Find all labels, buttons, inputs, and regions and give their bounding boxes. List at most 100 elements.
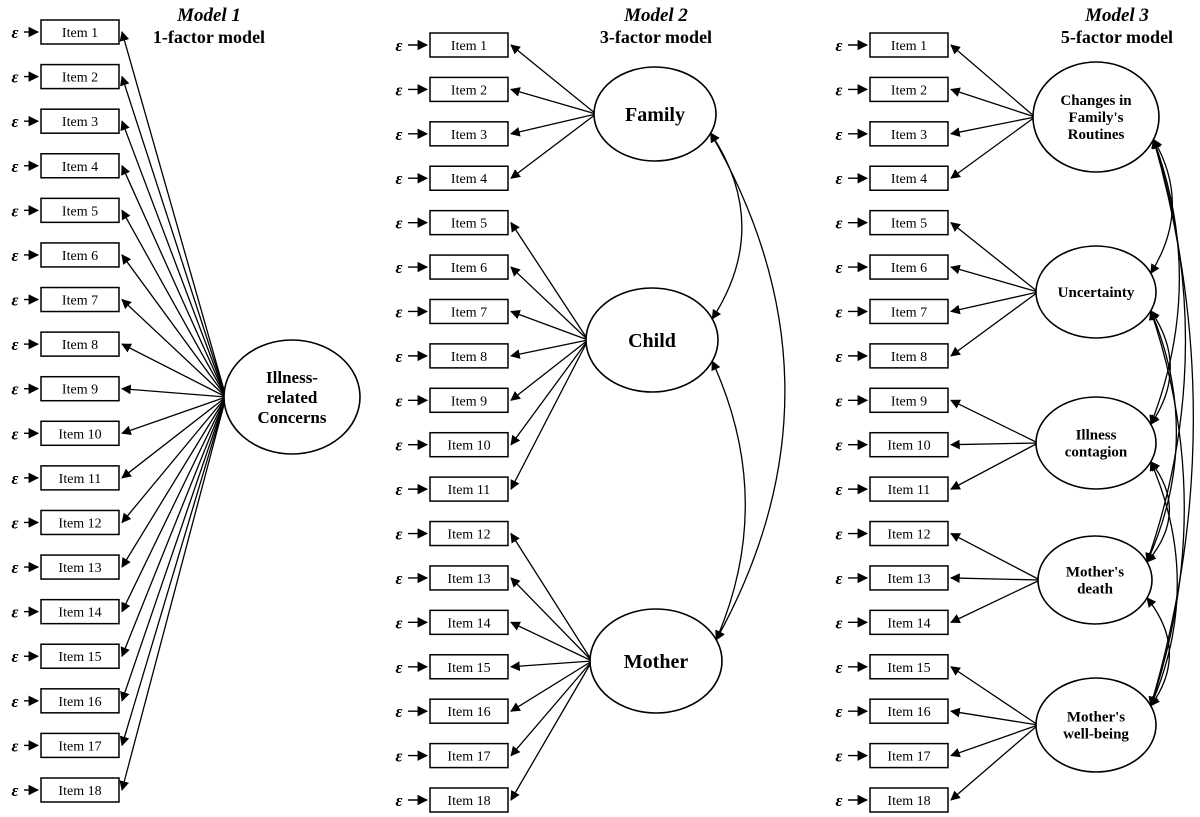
correlation-arrow (1145, 138, 1187, 563)
epsilon-label: ε (836, 347, 843, 366)
item-box (429, 32, 509, 58)
epsilon-label: ε (396, 169, 403, 188)
epsilon-label: ε (836, 525, 843, 544)
epsilon-label: ε (836, 658, 843, 677)
item-box (429, 698, 509, 724)
item-label: Item 14 (58, 606, 101, 621)
item-box (429, 742, 509, 769)
epsilon-label: ε (836, 702, 843, 721)
loading-arrow (510, 339, 589, 490)
correlation-arrow (1149, 138, 1180, 426)
epsilon-label: ε (396, 747, 403, 766)
correlation-arrow (1149, 460, 1178, 707)
item-box (869, 165, 949, 191)
loading-arrow (121, 254, 227, 398)
correlation-arrow (1150, 138, 1173, 275)
epsilon-label: ε (836, 80, 843, 99)
epsilon-label: ε (836, 302, 843, 321)
loading-arrow (510, 221, 589, 341)
loading-arrow (950, 573, 1041, 584)
item-label: Item 4 (62, 160, 98, 175)
loading-arrow (950, 291, 1039, 315)
item-box (869, 32, 949, 58)
item-box (429, 387, 509, 414)
item-label: Item 18 (447, 794, 490, 809)
item-box (40, 509, 120, 536)
correlation-arrow (711, 360, 746, 641)
item-box (869, 209, 949, 236)
epsilon-label: ε (12, 736, 19, 755)
epsilon-label: ε (12, 335, 19, 354)
item-label: Item 9 (891, 394, 927, 409)
item-label: Item 10 (447, 439, 490, 454)
model-subtitle: 1-factor model (153, 27, 265, 47)
factor-label: Family (625, 104, 685, 126)
correlation-arrow (710, 132, 786, 641)
item-box (40, 63, 120, 90)
loading-arrow (510, 621, 593, 662)
loading-arrow (950, 666, 1039, 726)
loading-arrow (121, 164, 227, 398)
item-label: Item 7 (62, 294, 98, 309)
item-label: Item 12 (58, 516, 101, 531)
loading-arrow (120, 396, 227, 702)
loading-arrow (950, 707, 1039, 726)
epsilon-label: ε (396, 302, 403, 321)
loading-arrow (119, 396, 227, 747)
epsilon-label: ε (396, 480, 403, 499)
epsilon-label: ε (836, 436, 843, 455)
model-subtitle: 3-factor model (600, 27, 712, 47)
item-label: Item 15 (447, 661, 490, 676)
epsilon-label: ε (396, 36, 403, 55)
correlation-arrow (1146, 597, 1171, 707)
item-box (40, 643, 120, 669)
loading-arrow (121, 396, 227, 568)
item-box (869, 343, 949, 369)
epsilon-label: ε (396, 347, 403, 366)
epsilon-label: ε (836, 391, 843, 410)
loading-arrow (510, 309, 589, 341)
epsilon-label: ε (12, 603, 19, 622)
epsilon-label: ε (12, 157, 19, 176)
item-label: Item 13 (58, 561, 101, 576)
loading-arrow (121, 396, 227, 613)
epsilon-label: ε (12, 380, 19, 399)
loading-arrow (121, 343, 227, 398)
loading-arrow (950, 87, 1036, 118)
loading-arrow (510, 44, 597, 115)
epsilon-label: ε (12, 647, 19, 666)
epsilon-label: ε (12, 513, 19, 532)
item-label: Item 18 (887, 794, 930, 809)
item-label: Item 10 (58, 427, 101, 442)
item-label: Item 3 (62, 115, 98, 130)
factor-label: Concerns (258, 408, 327, 427)
item-box (40, 688, 120, 714)
item-box (429, 209, 509, 236)
item-box (429, 121, 509, 147)
epsilon-label: ε (836, 747, 843, 766)
item-box (869, 565, 949, 591)
loading-arrow (510, 577, 593, 662)
item-label: Item 8 (891, 350, 927, 365)
factor-label: Child (628, 330, 676, 352)
loading-arrow (120, 120, 227, 398)
loading-arrow (950, 264, 1039, 293)
factor-ellipse (1032, 61, 1160, 173)
epsilon-label: ε (836, 36, 843, 55)
factor-label: Routines (1068, 127, 1125, 143)
epsilon-label: ε (396, 391, 403, 410)
item-box (869, 654, 949, 680)
item-box (429, 298, 509, 325)
item-box (869, 76, 949, 103)
item-box (869, 121, 949, 147)
epsilon-label: ε (836, 791, 843, 810)
item-label: Item 5 (451, 217, 487, 232)
item-box (869, 609, 949, 636)
factor-label: Uncertainty (1058, 285, 1135, 301)
item-label: Item 16 (58, 695, 101, 710)
item-label: Item 12 (887, 528, 930, 543)
factor-label: death (1077, 582, 1113, 598)
